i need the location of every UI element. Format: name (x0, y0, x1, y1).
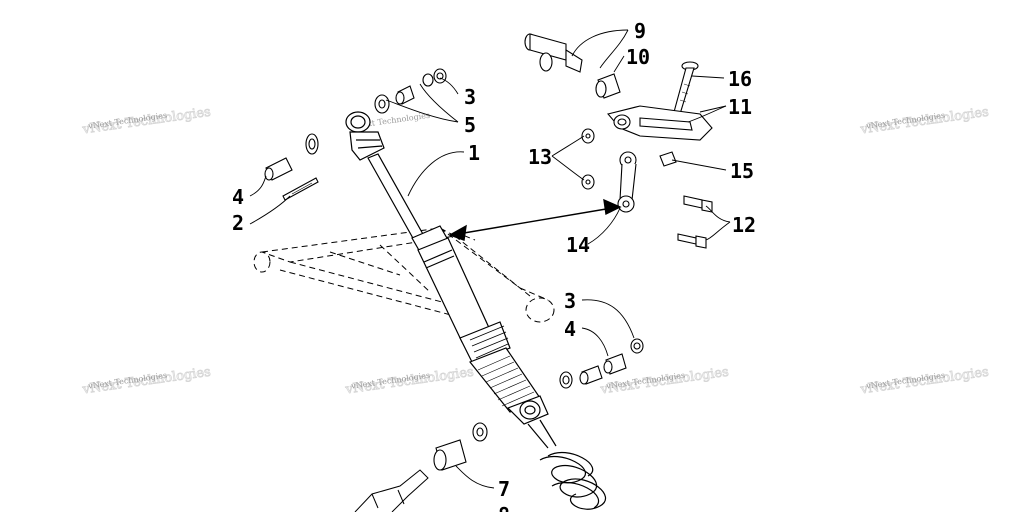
a-arm (253, 227, 555, 323)
callout-4-lower: 4 (564, 317, 576, 341)
callout-16: 16 (728, 67, 752, 91)
watermark-7: vNext Technologies vNext Technologies (858, 364, 990, 398)
double-arrow (448, 198, 622, 241)
callout-14: 14 (566, 233, 590, 257)
callout-12: 12 (732, 213, 756, 237)
callout-9: 9 (634, 19, 646, 43)
callout-13: 13 (528, 145, 552, 169)
leader-lines (249, 29, 731, 489)
callout-3-lower: 3 (564, 289, 576, 313)
shock-absorber (345, 111, 549, 425)
lower-hardware (433, 338, 644, 471)
upper-hardware-left (264, 68, 447, 201)
callout-10: 10 (626, 45, 650, 69)
callout-8: 8 (498, 503, 510, 512)
callout-15: 15 (730, 159, 754, 183)
callout-3-top: 3 (464, 85, 476, 109)
callout-2: 2 (232, 211, 244, 235)
watermark-3: vNext Technologies vNext Technologies (858, 104, 990, 138)
callout-5: 5 (464, 113, 476, 137)
callout-7: 7 (498, 477, 510, 501)
watermark-5: vNext Technologies vNext Technologies (343, 364, 475, 398)
coil-spring (527, 419, 607, 510)
watermark-1: vNext Technologies vNext Technologies (80, 104, 212, 138)
callout-labels: 9 10 16 11 3 5 1 13 15 4 2 12 14 3 4 7 8 (232, 19, 756, 512)
lower-arm-partial (354, 469, 429, 512)
callout-1: 1 (468, 141, 480, 165)
callout-4-left: 4 (232, 185, 244, 209)
callout-11: 11 (728, 95, 752, 119)
watermark-4: vNext Technologies vNext Technologies (80, 364, 212, 398)
upper-linkage (524, 33, 713, 249)
